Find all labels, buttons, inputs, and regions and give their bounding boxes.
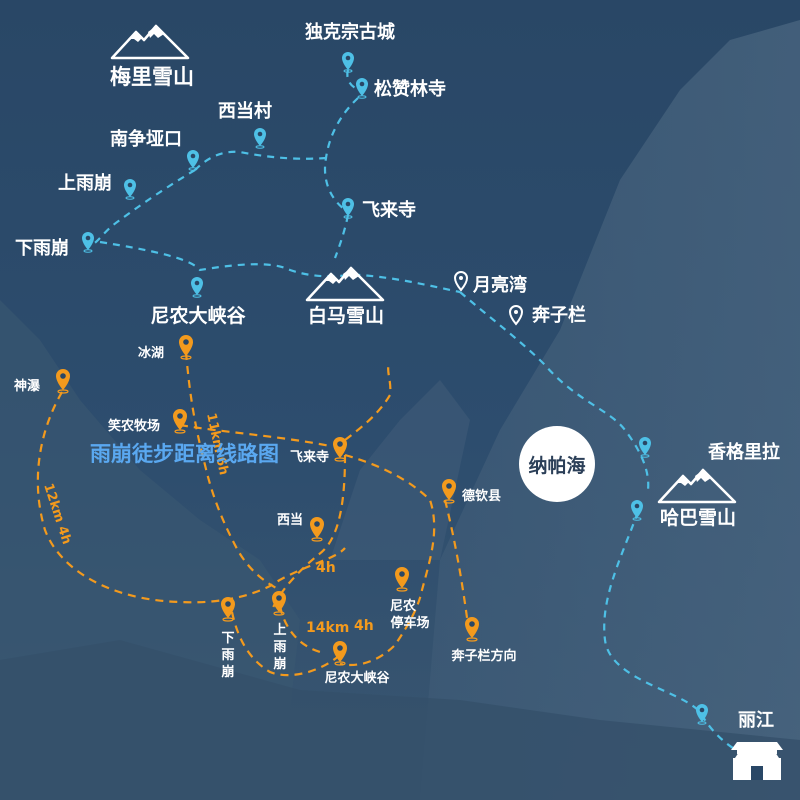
route-feilai-east	[344, 361, 392, 441]
feilaisi-label: 飞来寺	[362, 200, 416, 221]
yueliangwan-label: 月亮湾	[472, 274, 527, 296]
distance-4h-a: 4h	[316, 560, 336, 576]
xianggelila-label: 香格里拉	[707, 441, 780, 463]
xiayubeng-trek-label-3: 崩	[221, 664, 234, 680]
route-xiaonong-to-feilai	[179, 423, 331, 448]
route-nanzheng-xiayubeng	[91, 169, 196, 246]
napahai-label: 纳帕海	[528, 454, 585, 477]
deqin-label: 德钦县	[462, 488, 501, 504]
route-center-loop	[270, 454, 347, 611]
binghu-label: 冰湖	[138, 345, 164, 361]
route-to-lijiang	[603, 511, 746, 756]
shangyubeng-trek-label-2: 雨	[273, 640, 286, 655]
valley-floor	[0, 640, 800, 800]
orange-route-network	[36, 351, 470, 677]
shangyubeng-label: 上雨崩	[58, 172, 112, 194]
shangyubeng-trek-label-1: 上	[273, 623, 286, 638]
lijiang-gate-icon	[731, 742, 783, 780]
route-baima-napahai	[459, 291, 650, 491]
shenpu-label: 神瀑	[14, 378, 41, 394]
route-shenpu-loop	[36, 391, 346, 604]
route-binghu-down	[184, 351, 281, 591]
trek-title: 雨崩徒步距离线路图	[90, 442, 279, 466]
benzilan-label: 奔子栏	[531, 304, 586, 326]
dukezong-label: 独克宗古城	[305, 21, 395, 43]
route-to-xidangcun	[194, 150, 327, 171]
xiayubeng-label: 下雨崩	[15, 237, 69, 259]
xidang-label: 西当	[277, 512, 303, 528]
meili-label: 梅里雪山	[110, 65, 194, 89]
route-parking-benzilan	[443, 499, 470, 626]
shangyubeng-trek-label-3: 崩	[273, 656, 286, 672]
feilai-trek-label: 飞来寺	[290, 449, 329, 465]
parking-label-2: 停车场	[390, 615, 429, 631]
nanzheng-label: 南争垭口	[110, 128, 182, 150]
midground-ridge	[330, 380, 470, 560]
xiayubeng-trek-label-2: 雨	[221, 648, 234, 663]
route-feilai-baima	[333, 214, 350, 259]
right-mountain-backdrop	[420, 20, 800, 800]
songzanlin-label: 松赞林寺	[374, 78, 446, 100]
baima-label: 白马雪山	[308, 304, 384, 327]
nongcanyon-trek-label: 尼农大峡谷	[324, 670, 390, 686]
xidangcun-label: 西当村	[218, 100, 272, 122]
nongcanyon-label: 尼农大峡谷	[150, 304, 246, 327]
parking-label-1: 尼农	[390, 598, 416, 614]
route-xiayubeng-canyon	[99, 240, 461, 294]
distance-14km: 14km	[306, 620, 349, 636]
route-xiayubeng-shangyubeng	[230, 611, 341, 677]
lijiang-label: 丽江	[738, 710, 774, 731]
xiaonong-label: 笑农牧场	[108, 418, 160, 434]
blue-route-network	[91, 69, 746, 756]
napahai-badge: 纳帕海	[519, 426, 595, 502]
haba-label: 哈巴雪山	[660, 506, 736, 529]
benzilan-dir-label: 奔子栏方向	[450, 648, 516, 664]
xiayubeng-trek-label-1: 下	[221, 631, 234, 646]
distance-4h-b: 4h	[354, 618, 374, 634]
